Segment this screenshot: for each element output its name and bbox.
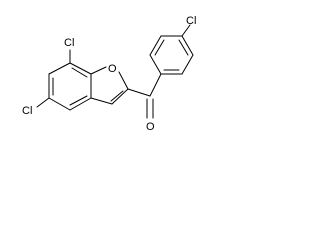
chlorine-label-left: Cl xyxy=(22,105,32,117)
carbonyl-oxygen-label: O xyxy=(146,121,155,133)
ring-oxygen-label: O xyxy=(108,63,117,75)
benzofuran-benzene-ring xyxy=(48,62,92,111)
substituent-bonds xyxy=(36,49,162,119)
structure-diagram: Cl Cl Cl O O xyxy=(0,0,228,148)
chlorine-label-top: Cl xyxy=(64,37,74,49)
furan-ring xyxy=(90,66,129,105)
molecule-svg: Cl Cl Cl O O xyxy=(22,15,196,133)
chlorine-label-phenyl: Cl xyxy=(186,15,196,27)
chlorophenyl-ring xyxy=(149,24,194,75)
